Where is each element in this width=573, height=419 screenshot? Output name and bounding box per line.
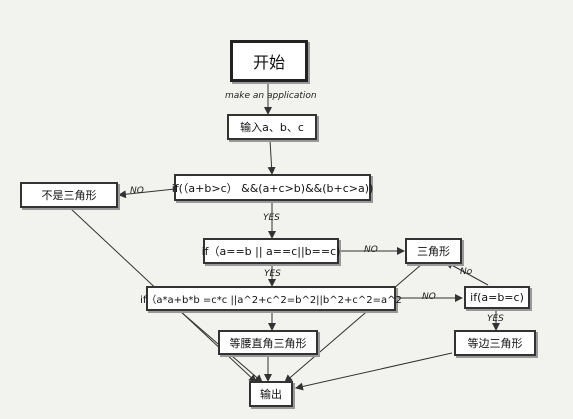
right-triangle-condition-node: if（a*a+b*b =c*c ||a^2+c^2=b^2||b^2+c^2=a… [140,286,402,311]
triangle-condition-node: if(（a+b>c） &&(a+c>b)&&(b+c>a)) [172,174,373,201]
isosceles-condition-node: if（a==b || a==c||b==c) [202,238,340,264]
not-triangle-node: 不是三角形 [20,182,118,208]
no-label-equilateral-condition: NO [422,292,436,302]
edge-input-cond-triangle [267,139,276,175]
edge-cond-triangle-not-triangle [118,188,176,199]
input-node: 输入a、b、c [227,114,317,140]
isosceles-right-node: 等腰直角三角形 [218,330,318,355]
no-label-triangle: NO [364,245,378,255]
equilateral-condition-node: if(a=b=c) [464,286,530,309]
edge-equilateral-output [295,352,453,391]
equilateral-node: 等边三角形 [454,330,536,356]
output-node: 输出 [249,381,293,407]
make-application-label: make an application [225,91,317,101]
start-node: 开始 [230,40,308,82]
edge-triangle-output [284,263,423,383]
edge-cond-equilateral-triangle [445,261,489,286]
no-label-back-to-triangle: No [460,267,473,277]
yes-label-equilateral: YES [487,314,504,324]
triangle-node: 三角形 [405,238,462,264]
yes-label-right: YES [264,269,281,279]
yes-label-isosceles: YES [263,213,280,223]
no-label-not-triangle: NO [130,186,144,196]
